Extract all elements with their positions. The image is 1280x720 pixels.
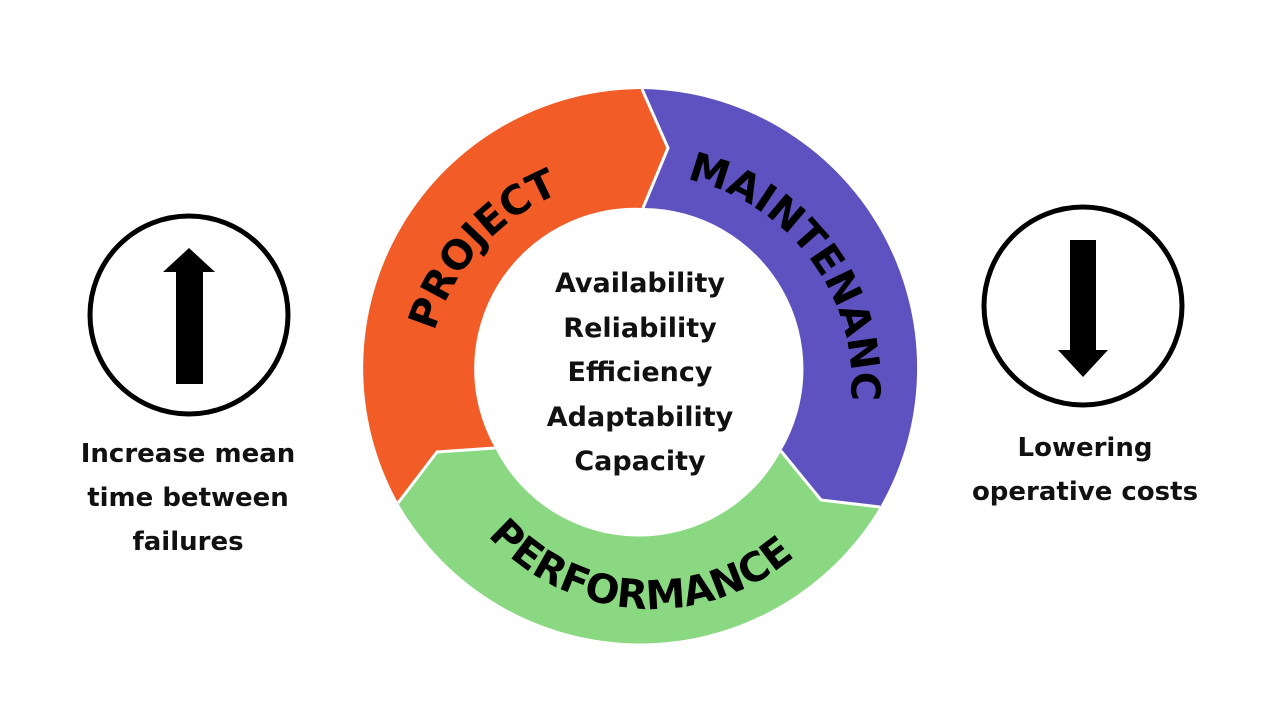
- center-item: Adaptability: [546, 401, 734, 433]
- center-item: Reliability: [563, 312, 717, 344]
- segment-project: [363, 89, 668, 503]
- segment-performance: [398, 448, 880, 644]
- arrow-up-circle-icon: [87, 213, 291, 417]
- caption-line: time between: [87, 483, 289, 513]
- left-caption: Increase mean time between failures: [60, 432, 316, 564]
- separator-maintenance-performance: [779, 450, 881, 509]
- center-item: Efficiency: [567, 357, 713, 388]
- caption-line: operative costs: [971, 477, 1199, 507]
- center-list: Availability Reliability Efficiency Adap…: [500, 262, 780, 485]
- separator-project-maintenance: [640, 88, 670, 209]
- right-caption: Lowering operative costs: [955, 426, 1215, 514]
- arrow-down-circle-icon: [981, 204, 1185, 408]
- separator-project-performance: [396, 446, 496, 504]
- caption-line: Increase mean: [80, 439, 296, 469]
- segment-maintenance: [642, 89, 918, 507]
- caption-line: failures: [132, 527, 244, 557]
- center-item: Availability: [554, 268, 726, 299]
- center-item: Capacity: [574, 446, 706, 477]
- caption-line: Lowering: [1017, 433, 1153, 463]
